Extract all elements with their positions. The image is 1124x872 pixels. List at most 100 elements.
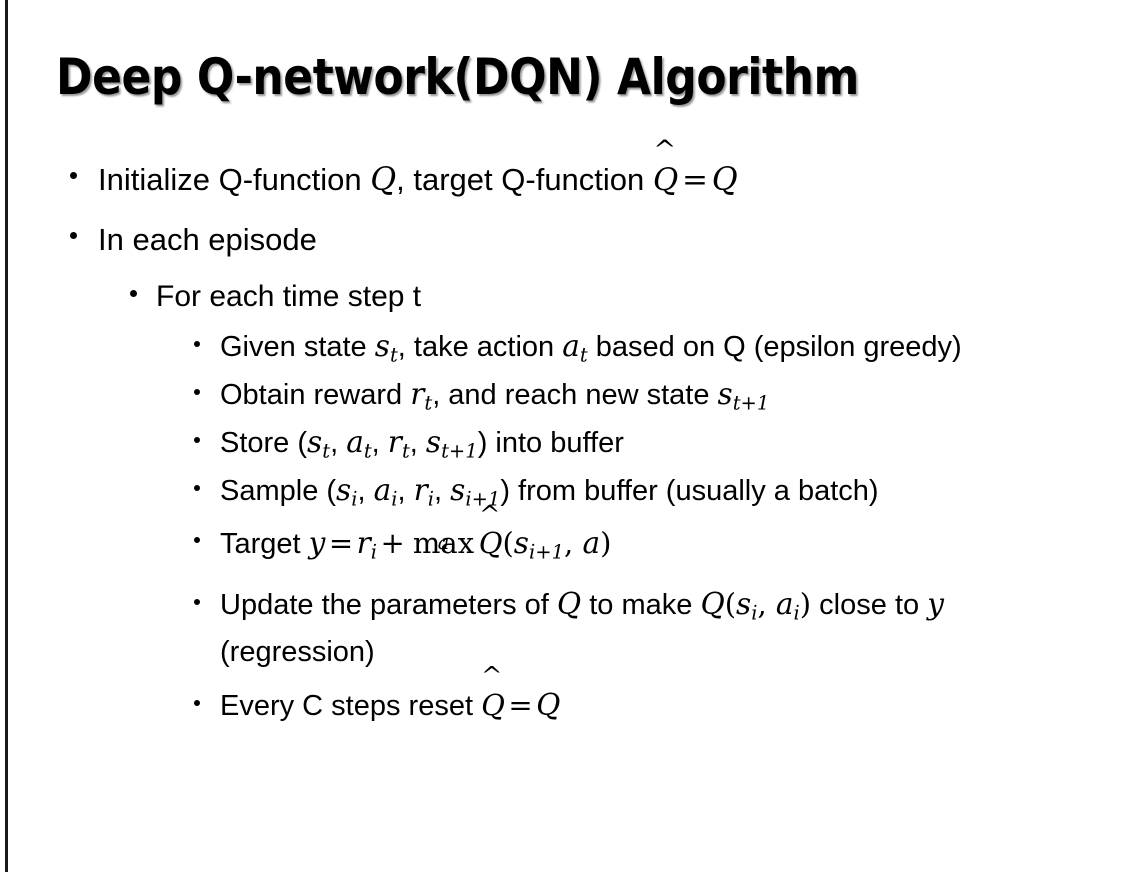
math-symbol: s (717, 377, 733, 411)
math-equals: = (508, 688, 533, 722)
text-fragment: Store ( (220, 427, 308, 459)
math-q: Q (711, 162, 738, 198)
bullet-marker (194, 341, 200, 347)
math-equals: = (682, 162, 709, 198)
bullet-marker (194, 537, 200, 543)
text-fragment: Update the parameters of (220, 589, 557, 621)
math-symbol: s (336, 473, 352, 507)
math-y: y (308, 526, 326, 560)
bullet-marker (70, 172, 77, 179)
math-symbol: r (356, 526, 371, 560)
text-fragment: (regression) (220, 636, 375, 668)
bullet-reset-target-network: Every C steps reset Q=Q (0, 676, 1124, 735)
text-fragment: based on Q (epsilon greedy) (587, 331, 962, 363)
math-subscript: t (424, 391, 433, 415)
math-max-label: max (412, 526, 475, 560)
bullet-update-parameters-text: Update the parameters of Q to make Q(si,… (220, 581, 1088, 676)
math-s: st (374, 329, 398, 367)
math-subscript: t (389, 343, 398, 367)
text-fragment: , (434, 475, 451, 507)
text-fragment: Sample ( (220, 475, 337, 507)
math-r: ri (356, 526, 378, 564)
math-paren-open: ( (724, 587, 737, 621)
text-fragment: , (397, 475, 414, 507)
text-fragment: , (371, 427, 388, 459)
math-symbol: s (425, 425, 442, 459)
math-subscript: i (427, 487, 435, 511)
math-subscript: t (579, 343, 588, 367)
math-s: si (736, 587, 758, 625)
math-comma: , (757, 587, 776, 621)
bullet-given-state: Given state st, take action at based on … (0, 323, 1124, 371)
math-subscript: i (751, 601, 758, 625)
math-paren-close: ) (600, 526, 612, 560)
bullet-initialize: Initialize Q-function Q, target Q-functi… (0, 150, 1124, 210)
math-symbol: a (346, 425, 364, 459)
text-fragment: , (357, 475, 374, 507)
math-q-hat: Q (653, 150, 678, 210)
math-symbol: r (410, 377, 425, 411)
math-q: Q (700, 587, 725, 621)
bullet-marker (130, 290, 137, 297)
bullet-marker (194, 389, 200, 395)
math-subscript: i (351, 487, 358, 511)
math-symbol: a (775, 587, 794, 621)
math-subscript: t+1 (732, 391, 770, 415)
math-subscript: t (322, 439, 331, 463)
slide-left-edge-accent (5, 0, 8, 872)
math-a: ai (775, 587, 800, 623)
math-symbol: r (387, 425, 402, 459)
text-fragment: Target (220, 528, 309, 560)
bullet-marker (70, 232, 77, 239)
math-symbol: s (307, 425, 323, 459)
text-fragment: , (330, 427, 347, 459)
math-q-hat: Q (481, 676, 505, 734)
math-s: si (336, 473, 358, 511)
math-a: ai (373, 473, 398, 511)
slide-title: Deep Q-network(DQN) Algorithm (56, 48, 859, 106)
math-a: at (346, 425, 372, 463)
text-fragment: ) from buffer (usually a batch) (500, 475, 879, 507)
math-s-next: si+1 (514, 526, 564, 564)
bullet-marker (194, 700, 200, 706)
text-fragment: Initialize Q-function (98, 162, 371, 197)
math-subscript: i (370, 540, 378, 564)
math-a: at (562, 329, 588, 367)
math-paren-open: ( (502, 526, 514, 560)
slide-body: Initialize Q-function Q, target Q-functi… (0, 150, 1124, 735)
text-fragment: Given state (220, 331, 375, 363)
bullet-for-each-time-step-text: For each time step t (156, 280, 422, 313)
math-symbol: s (736, 587, 752, 621)
math-subscript: t (401, 439, 410, 463)
math-symbol: s (450, 473, 466, 507)
math-y: y (927, 587, 944, 621)
text-fragment: Obtain reward (220, 379, 411, 411)
math-subscript: i (391, 487, 398, 511)
math-symbol: a (373, 473, 392, 507)
math-q: Q (556, 587, 582, 621)
math-s-next: st+1 (717, 377, 770, 415)
math-q: Q (370, 162, 397, 198)
text-fragment: , take action (397, 331, 563, 363)
text-fragment: ) into buffer (477, 427, 624, 459)
math-r: rt (410, 377, 433, 415)
math-symbol: s (374, 329, 390, 363)
bullet-marker (194, 485, 200, 491)
bullet-update-parameters: Update the parameters of Q to make Q(si,… (0, 581, 1124, 676)
bullet-obtain-reward-text: Obtain reward rt, and reach new state st… (220, 371, 1088, 419)
math-paren-close: ) (799, 587, 812, 621)
math-r: rt (387, 425, 410, 463)
math-comma: , (564, 526, 583, 560)
bullet-for-each-time-step: For each time step t (0, 270, 1124, 323)
math-subscript: i+1 (528, 540, 564, 564)
bullet-store-text: Store (st, at, rt, st+1) into buffer (220, 419, 1088, 467)
text-fragment: , (409, 427, 426, 459)
text-fragment: close to (811, 589, 928, 621)
bullet-initialize-text: Initialize Q-function Q, target Q-functi… (98, 150, 1084, 210)
bullet-sample: Sample (si, ai, ri, si+1) from buffer (u… (0, 467, 1124, 515)
math-symbol: a (562, 329, 580, 363)
math-r: ri (414, 473, 435, 511)
math-subscript: t (363, 439, 372, 463)
